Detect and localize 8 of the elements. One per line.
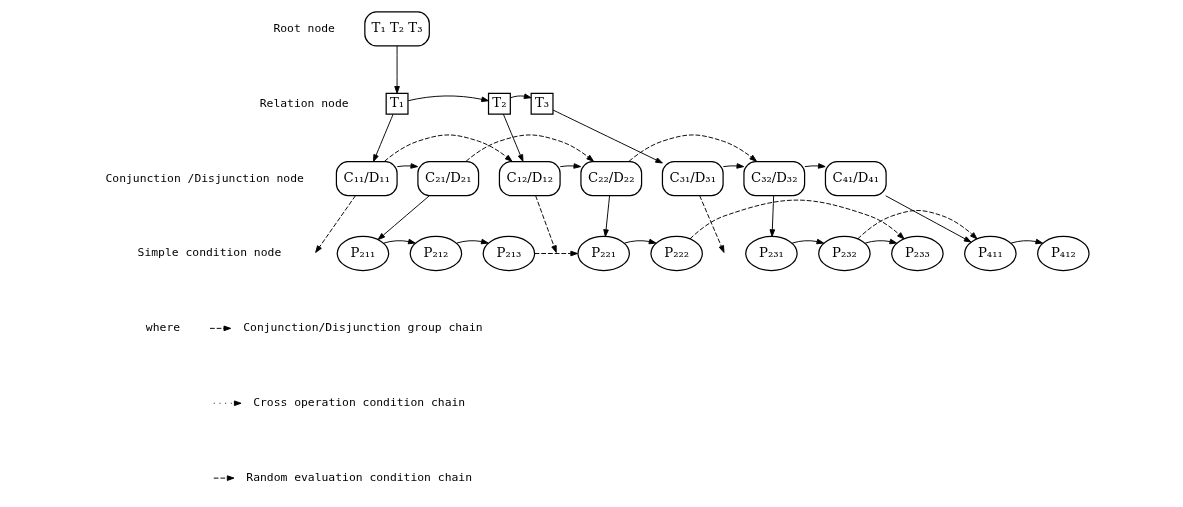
label: Root node [273,20,335,35]
label: Simple condition node [137,245,282,260]
label: Relation node [259,95,349,110]
legend-label: Cross operation condition chain [253,395,466,410]
legend-label: Conjunction/Disjunction group chain [243,320,483,335]
label: Conjunction /Disjunction node [105,170,304,185]
label: where [145,320,181,335]
legend-label: Random evaluation condition chain [246,470,472,485]
